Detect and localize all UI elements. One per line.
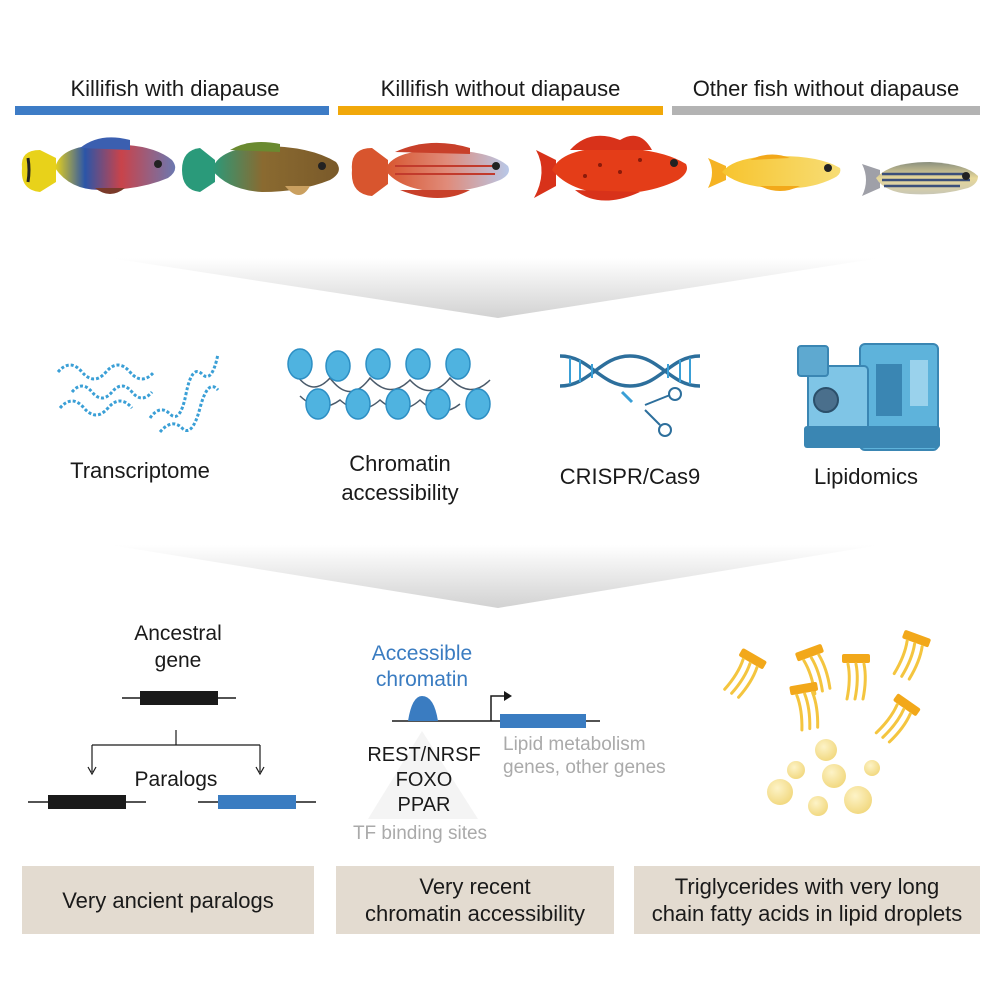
group-label-other-fish: Other fish without diapause bbox=[692, 76, 960, 101]
conclusion-box-lipids: Triglycerides with very long chain fatty… bbox=[634, 866, 980, 934]
accessible-chromatin-line1: Accessible bbox=[371, 642, 473, 665]
target-genes-line2: genes, other genes bbox=[503, 757, 666, 778]
ancestral-gene-line2: gene bbox=[154, 649, 202, 672]
promoter-diagram bbox=[368, 691, 600, 819]
fish-killifish-no-diapause-2 bbox=[534, 135, 687, 201]
conclusion-chromatin-line1: Very recent bbox=[419, 874, 531, 899]
fish-killifish-no-diapause-1 bbox=[351, 142, 509, 198]
group-label-no-diapause: Killifish without diapause bbox=[380, 76, 621, 101]
dna-scissors-icon bbox=[559, 354, 701, 437]
method-transcriptome: Transcriptome bbox=[70, 458, 210, 483]
group-bar-other-fish bbox=[672, 106, 980, 115]
tf-ppar: PPAR bbox=[397, 794, 451, 816]
conclusion-chromatin-line2: chromatin accessibility bbox=[364, 901, 586, 926]
conclusion-box-chromatin: Very recent chromatin accessibility bbox=[336, 866, 614, 934]
method-chromatin-line2: accessibility bbox=[341, 480, 459, 505]
mass-spectrometer-icon bbox=[797, 343, 940, 451]
tf-rest-nrsf: REST/NRSF bbox=[367, 744, 481, 766]
conclusion-box-paralogs: Very ancient paralogs bbox=[22, 866, 314, 934]
conclusion-lipids-line2: chain fatty acids in lipid droplets bbox=[651, 901, 963, 926]
rna-icon bbox=[56, 353, 220, 434]
nucleosome-icon bbox=[287, 348, 491, 420]
conclusion-paralogs-text: Very ancient paralogs bbox=[62, 887, 274, 913]
funnel-arrow-1 bbox=[110, 258, 880, 318]
fatty-acid-icon bbox=[723, 630, 931, 744]
funnel-arrow-2 bbox=[110, 545, 880, 608]
target-genes-line1: Lipid metabolism bbox=[503, 734, 646, 755]
fish-killifish-diapause-1 bbox=[21, 137, 176, 194]
group-label-diapause: Killifish with diapause bbox=[70, 76, 280, 101]
method-lipidomics: Lipidomics bbox=[814, 464, 918, 489]
accessible-chromatin-line2: chromatin bbox=[375, 668, 469, 691]
method-crispr: CRISPR/Cas9 bbox=[559, 464, 701, 489]
ancestral-gene-line1: Ancestral bbox=[134, 622, 222, 645]
fish-medaka bbox=[708, 154, 841, 191]
method-chromatin-line1: Chromatin bbox=[349, 451, 451, 476]
group-bar-diapause bbox=[15, 106, 329, 115]
tf-foxo: FOXO bbox=[395, 769, 453, 791]
fish-zebrafish bbox=[862, 162, 978, 196]
fish-killifish-diapause-2 bbox=[182, 142, 339, 195]
tf-binding-sites: TF binding sites bbox=[352, 823, 488, 844]
conclusion-lipids-line1: Triglycerides with very long bbox=[674, 874, 940, 899]
lipid-droplets-icon bbox=[767, 739, 880, 816]
paralogs-label: Paralogs bbox=[134, 768, 218, 791]
paralog-diagram bbox=[28, 691, 316, 809]
group-bar-no-diapause bbox=[338, 106, 663, 115]
